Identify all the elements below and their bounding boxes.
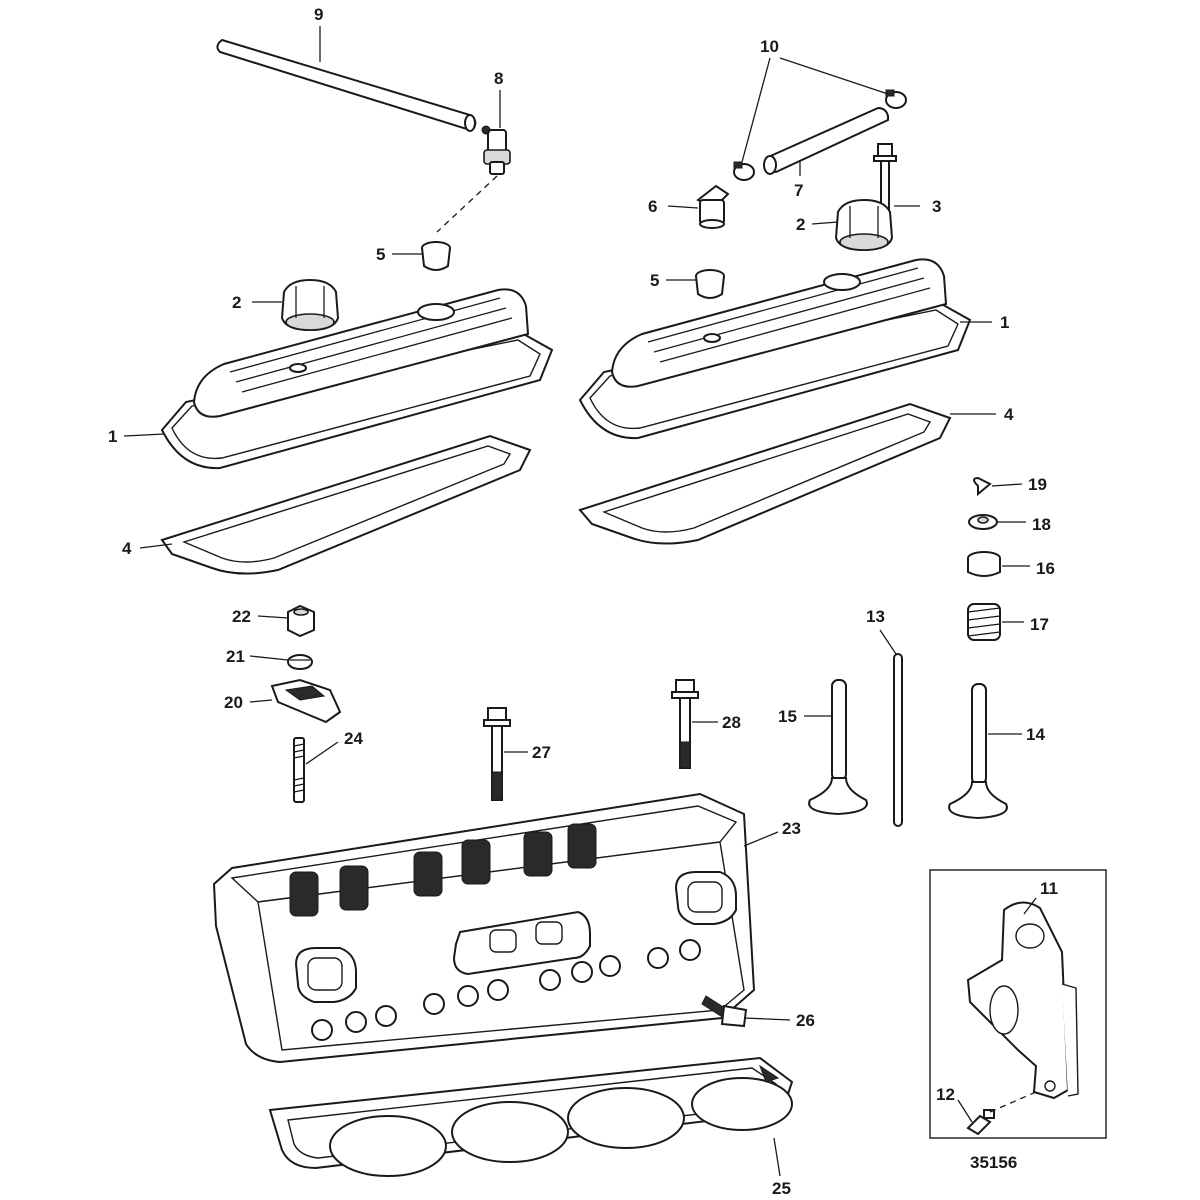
part-7-hose — [763, 106, 889, 175]
part-6-elbow-fitting — [696, 184, 730, 229]
callout-5b: 5 — [650, 271, 659, 290]
callout-21: 21 — [226, 647, 245, 666]
part-4-gasket-right — [578, 402, 952, 545]
part-28-head-bolt — [671, 679, 699, 769]
callout-14: 14 — [1026, 725, 1045, 744]
callout-4a: 4 — [122, 539, 132, 558]
leader-lines — [123, 26, 1037, 1177]
callout-8: 8 — [494, 69, 503, 88]
callout-9: 9 — [314, 5, 323, 24]
callout-3: 3 — [932, 197, 941, 216]
callout-11: 11 — [1040, 879, 1058, 898]
part-1-valve-cover-left — [160, 288, 554, 470]
part-8-pcv-valve — [436, 125, 511, 233]
callout-18: 18 — [1032, 515, 1051, 534]
callout-24: 24 — [344, 729, 363, 748]
callout-labels: 9 8 10 7 6 3 2 2 5 5 1 1 4 4 19 18 16 17… — [108, 5, 1058, 1198]
part-5-grommet-left — [421, 241, 451, 271]
callout-1b: 1 — [1000, 313, 1009, 332]
part-19-valve-lock — [973, 476, 992, 497]
callout-16: 16 — [1036, 559, 1055, 578]
callout-1a: 1 — [108, 427, 117, 446]
cover-fins-left — [229, 297, 513, 393]
part-16-seal — [967, 551, 1001, 577]
ports-on-head — [294, 871, 737, 1003]
callout-12: 12 — [936, 1085, 955, 1104]
diagram-id: 35156 — [970, 1153, 1017, 1172]
part-17-valve-spring — [967, 603, 1001, 641]
part-13-pushrod — [893, 653, 903, 827]
part-2-oil-cap-left — [280, 278, 340, 332]
callout-19: 19 — [1028, 475, 1047, 494]
callout-26: 26 — [796, 1011, 815, 1030]
bolt-bosses — [311, 939, 701, 1041]
callout-17: 17 — [1030, 615, 1049, 634]
part-15-intake-valve — [808, 679, 868, 816]
callout-15: 15 — [778, 707, 797, 726]
callout-10: 10 — [760, 37, 779, 56]
callout-13: 13 — [866, 607, 885, 626]
part-24-rocker-stud — [293, 737, 305, 803]
part-10-hose-clamps — [733, 89, 907, 181]
inset-box — [929, 869, 1107, 1139]
callout-20: 20 — [224, 693, 243, 712]
callout-28: 28 — [722, 713, 741, 732]
part-11-bracket — [966, 901, 1079, 1100]
callout-2b: 2 — [796, 215, 805, 234]
callout-25: 25 — [772, 1179, 791, 1198]
part-22-rocker-nut — [287, 604, 315, 638]
part-4-gasket-left — [160, 434, 532, 575]
callout-6: 6 — [648, 197, 657, 216]
callout-7: 7 — [794, 181, 803, 200]
part-27-head-bolt — [483, 707, 511, 801]
callout-27: 27 — [532, 743, 551, 762]
callout-5a: 5 — [376, 245, 385, 264]
part-2-oil-cap-right — [834, 198, 894, 252]
part-21-pivot-ball — [287, 654, 313, 670]
callout-4b: 4 — [1004, 405, 1014, 424]
part-1-valve-cover-right — [578, 258, 972, 440]
part-25-head-gasket — [268, 1056, 794, 1177]
valve-springs-on-head — [289, 823, 597, 917]
part-18-retainer — [968, 514, 998, 530]
part-14-exhaust-valve — [948, 683, 1008, 820]
part-12-screw — [966, 1091, 1037, 1136]
callout-23: 23 — [782, 819, 801, 838]
part-9-breather-tube — [216, 38, 477, 132]
part-5-grommet-right — [695, 269, 725, 299]
part-23-cylinder-head — [212, 792, 756, 1064]
part-26-bolt — [701, 995, 748, 1028]
cover-fins-right — [647, 267, 931, 363]
part-20-rocker-arm — [270, 678, 342, 724]
callout-2a: 2 — [232, 293, 241, 312]
callout-22: 22 — [232, 607, 251, 626]
